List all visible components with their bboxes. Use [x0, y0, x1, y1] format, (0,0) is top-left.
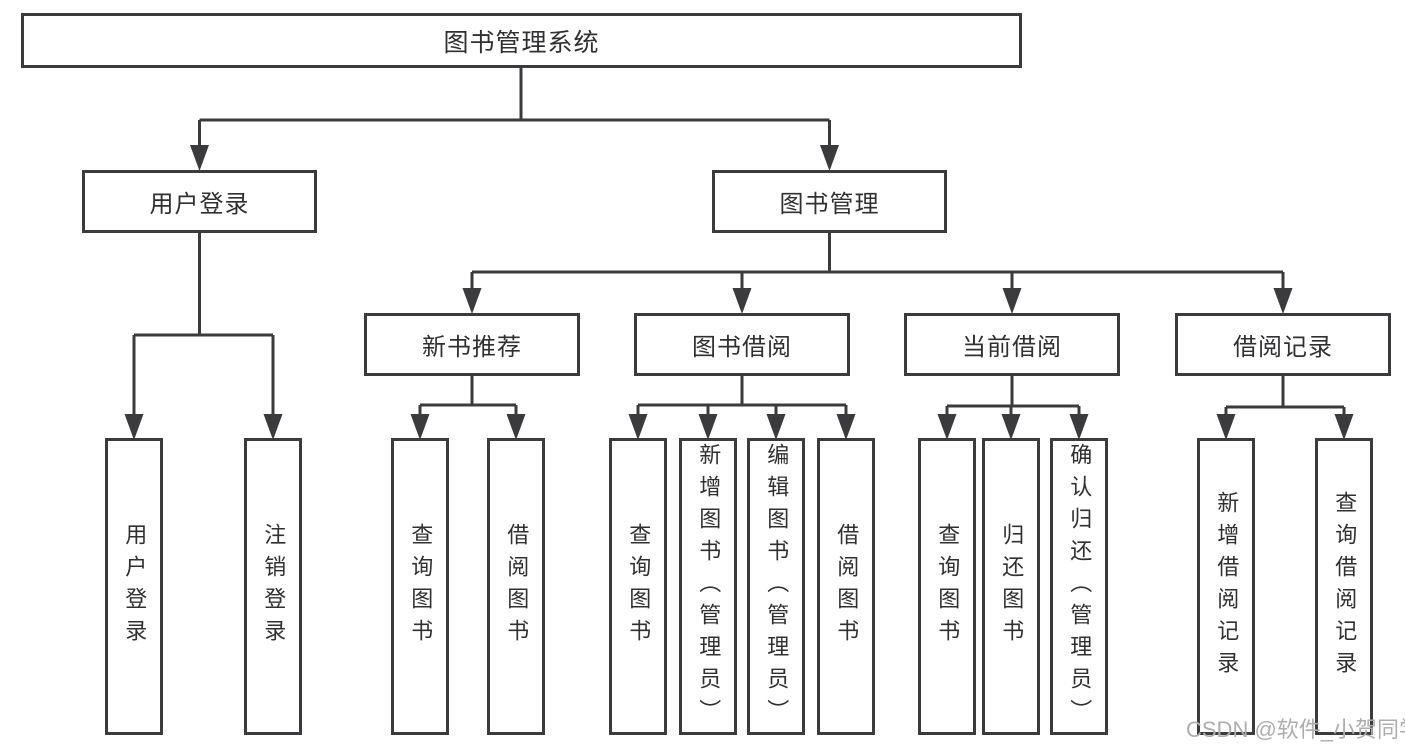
- leaf-confirm-return-admin: 确认归还（管理员）: [1050, 438, 1108, 735]
- leaf-query-books-rec: 查询图书: [391, 438, 449, 735]
- arrowhead-icon: [820, 145, 839, 171]
- node-new-book-rec: 新书推荐: [364, 313, 580, 376]
- leaf-borrow-books-rec: 借阅图书: [487, 438, 545, 735]
- arrowhead-icon: [937, 414, 957, 440]
- node-book-borrow: 图书借阅: [634, 313, 850, 376]
- leaf-query-borrow-record: 查询借阅记录: [1315, 438, 1373, 735]
- arrowhead-icon: [263, 414, 283, 440]
- node-book-mgmt-label: 图书管理: [779, 191, 880, 218]
- arrowhead-icon: [836, 414, 856, 440]
- arrowhead-icon: [628, 414, 648, 440]
- node-book-mgmt: 图书管理: [712, 170, 947, 233]
- connector-new-book-rec-to-leaves: [410, 376, 526, 440]
- arrowhead-icon: [506, 414, 526, 440]
- arrowhead-icon: [124, 414, 144, 440]
- arrowhead-icon: [1334, 414, 1354, 440]
- leaf-borrow-books-rec-label: 借阅图书: [504, 522, 530, 651]
- arrowhead-icon: [410, 414, 430, 440]
- leaf-query-borrow-record-label: 查询借阅记录: [1332, 490, 1358, 683]
- node-borrow-records-label: 借阅记录: [1233, 334, 1333, 361]
- leaf-query-books-current: 查询图书: [918, 438, 976, 735]
- leaf-add-books-admin: 新增图书（管理员）: [679, 438, 737, 735]
- node-user-login-label: 用户登录: [149, 191, 250, 218]
- arrowhead-icon: [1273, 288, 1293, 314]
- node-user-login: 用户登录: [82, 170, 317, 233]
- arrowhead-icon: [732, 288, 752, 314]
- node-current-borrow-label: 当前借阅: [962, 334, 1062, 361]
- leaf-add-books-admin-label: 新增图书（管理员）: [696, 442, 722, 731]
- arrowhead-icon: [766, 414, 786, 440]
- leaf-borrow-books: 借阅图书: [817, 438, 875, 735]
- leaf-query-books-current-label: 查询图书: [935, 522, 961, 651]
- arrowhead-icon: [1216, 414, 1236, 440]
- node-book-borrow-label: 图书借阅: [692, 334, 792, 361]
- leaf-edit-books-admin: 编辑图书（管理员）: [747, 438, 805, 735]
- arrowhead-icon: [1001, 414, 1021, 440]
- connector-book-mgmt-to-level3: [462, 233, 1293, 314]
- leaf-return-books-label: 归还图书: [999, 522, 1025, 651]
- leaf-return-books: 归还图书: [982, 438, 1040, 735]
- arrowhead-icon: [1002, 288, 1022, 314]
- leaf-user-login-label: 用户登录: [122, 522, 148, 651]
- arrowhead-icon: [462, 288, 482, 314]
- connector-borrow-records-to-leaves: [1216, 376, 1354, 440]
- arrowhead-icon: [1069, 414, 1089, 440]
- connector-user-login-to-leaves: [124, 233, 283, 440]
- leaf-add-borrow-record: 新增借阅记录: [1197, 438, 1255, 735]
- node-root: 图书管理系统: [21, 13, 1022, 68]
- leaf-query-books-borrow: 查询图书: [609, 438, 667, 735]
- arrowhead-icon: [190, 145, 209, 171]
- connector-root-to-level2: [190, 68, 839, 171]
- node-root-label: 图书管理系统: [443, 28, 600, 57]
- leaf-add-borrow-record-label: 新增借阅记录: [1214, 490, 1240, 683]
- leaf-logout: 注销登录: [244, 438, 302, 735]
- leaf-edit-books-admin-label: 编辑图书（管理员）: [764, 442, 790, 731]
- connector-book-borrow-to-leaves: [628, 376, 856, 440]
- leaf-query-books-rec-label: 查询图书: [408, 522, 434, 651]
- leaf-user-login: 用户登录: [105, 438, 163, 735]
- node-borrow-records: 借阅记录: [1175, 313, 1391, 376]
- csdn-watermark: CSDN @软件_小贺同学: [1186, 717, 1405, 742]
- arrowhead-icon: [698, 414, 718, 440]
- leaf-query-books-borrow-label: 查询图书: [626, 522, 652, 651]
- node-current-borrow: 当前借阅: [904, 313, 1120, 376]
- leaf-logout-label: 注销登录: [261, 522, 287, 651]
- node-new-book-rec-label: 新书推荐: [422, 334, 522, 361]
- leaf-borrow-books-label: 借阅图书: [834, 522, 860, 651]
- leaf-confirm-return-admin-label: 确认归还（管理员）: [1067, 442, 1093, 731]
- connector-current-borrow-to-leaves: [937, 376, 1089, 440]
